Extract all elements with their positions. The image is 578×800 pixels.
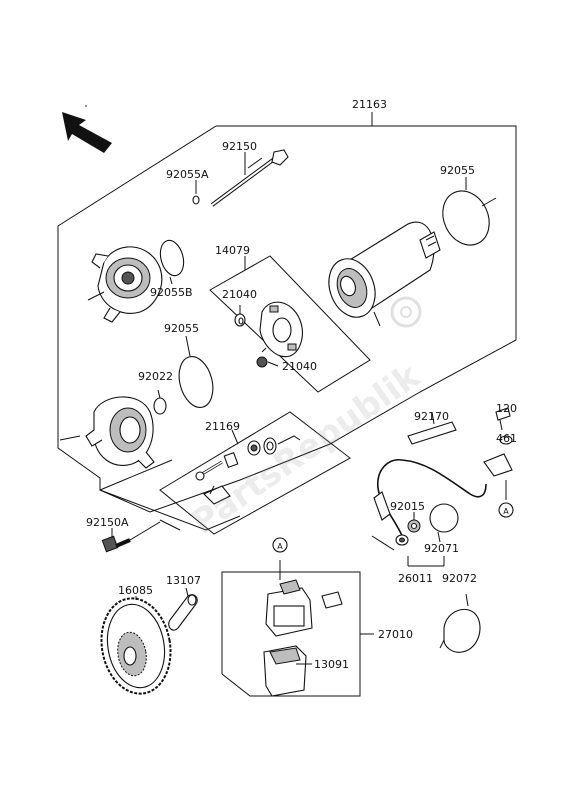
brush-box-21169 — [159, 411, 351, 535]
label-461: 461 — [496, 432, 517, 445]
gear-watermark-icon — [390, 296, 422, 328]
label-92071: 92071 — [424, 542, 459, 555]
svg-text:A: A — [503, 507, 509, 516]
brush-spring-21040-a — [234, 305, 246, 327]
o-ring-92055-mid — [178, 335, 214, 409]
label-27010: 27010 — [378, 628, 413, 641]
label-92055b: 92055B — [150, 286, 193, 299]
bolt-120 — [495, 407, 511, 431]
rear-cover — [59, 396, 155, 469]
label-92055a: 92055A — [166, 168, 209, 181]
o-ring-92055a — [192, 180, 200, 205]
label-92022: 92022 — [138, 370, 173, 383]
label-21163: 21163 — [352, 98, 387, 111]
shaft-13107 — [168, 587, 198, 631]
label-92015: 92015 — [390, 500, 425, 513]
label-26011: 26011 — [398, 572, 433, 585]
label-120: 120 — [496, 402, 517, 415]
svg-text:A: A — [277, 542, 283, 551]
label-92150a: 92150A — [86, 516, 129, 529]
starter-gear-16085 — [100, 596, 172, 695]
watermark: PartsRepublik — [184, 355, 428, 542]
band-92072 — [439, 593, 481, 653]
washer-461 — [483, 435, 513, 500]
o-ring-92055-top — [442, 177, 497, 246]
label-21040-b: 21040 — [282, 360, 317, 373]
label-92055-top: 92055 — [440, 164, 475, 177]
relay-cover-13091 — [263, 645, 307, 697]
label-13091: 13091 — [314, 658, 349, 671]
brush-holder-box-14079 — [209, 255, 371, 393]
ref-mark-a-left: A — [272, 537, 288, 553]
front-cover — [87, 246, 163, 323]
plate-92170 — [407, 411, 457, 445]
label-21169: 21169 — [205, 420, 240, 433]
arrow-direction-icon — [62, 105, 112, 153]
starter-relay — [265, 560, 343, 637]
brush-spring-21040-b — [256, 347, 279, 368]
washer-92022 — [153, 389, 167, 415]
armature-yoke — [328, 221, 441, 327]
brush-21169 — [195, 429, 301, 505]
label-14079: 14079 — [215, 244, 250, 257]
label-16085: 16085 — [118, 584, 153, 597]
label-92055-mid: 92055 — [164, 322, 199, 335]
label-92150: 92150 — [222, 140, 257, 153]
label-21040-a: 21040 — [222, 288, 257, 301]
bolt-92150a — [101, 521, 161, 553]
battery-cable-26011 — [371, 459, 487, 567]
assembly-outline-21163 — [57, 112, 517, 531]
label-13107: 13107 — [166, 574, 201, 587]
through-bolt-92150 — [210, 149, 289, 207]
label-92170: 92170 — [414, 410, 449, 423]
relay-box-27010 — [221, 571, 374, 697]
ref-mark-a-right: A — [498, 502, 514, 518]
o-ring-92055b — [159, 239, 185, 285]
label-92072: 92072 — [442, 572, 477, 585]
brush-plate — [259, 301, 303, 358]
